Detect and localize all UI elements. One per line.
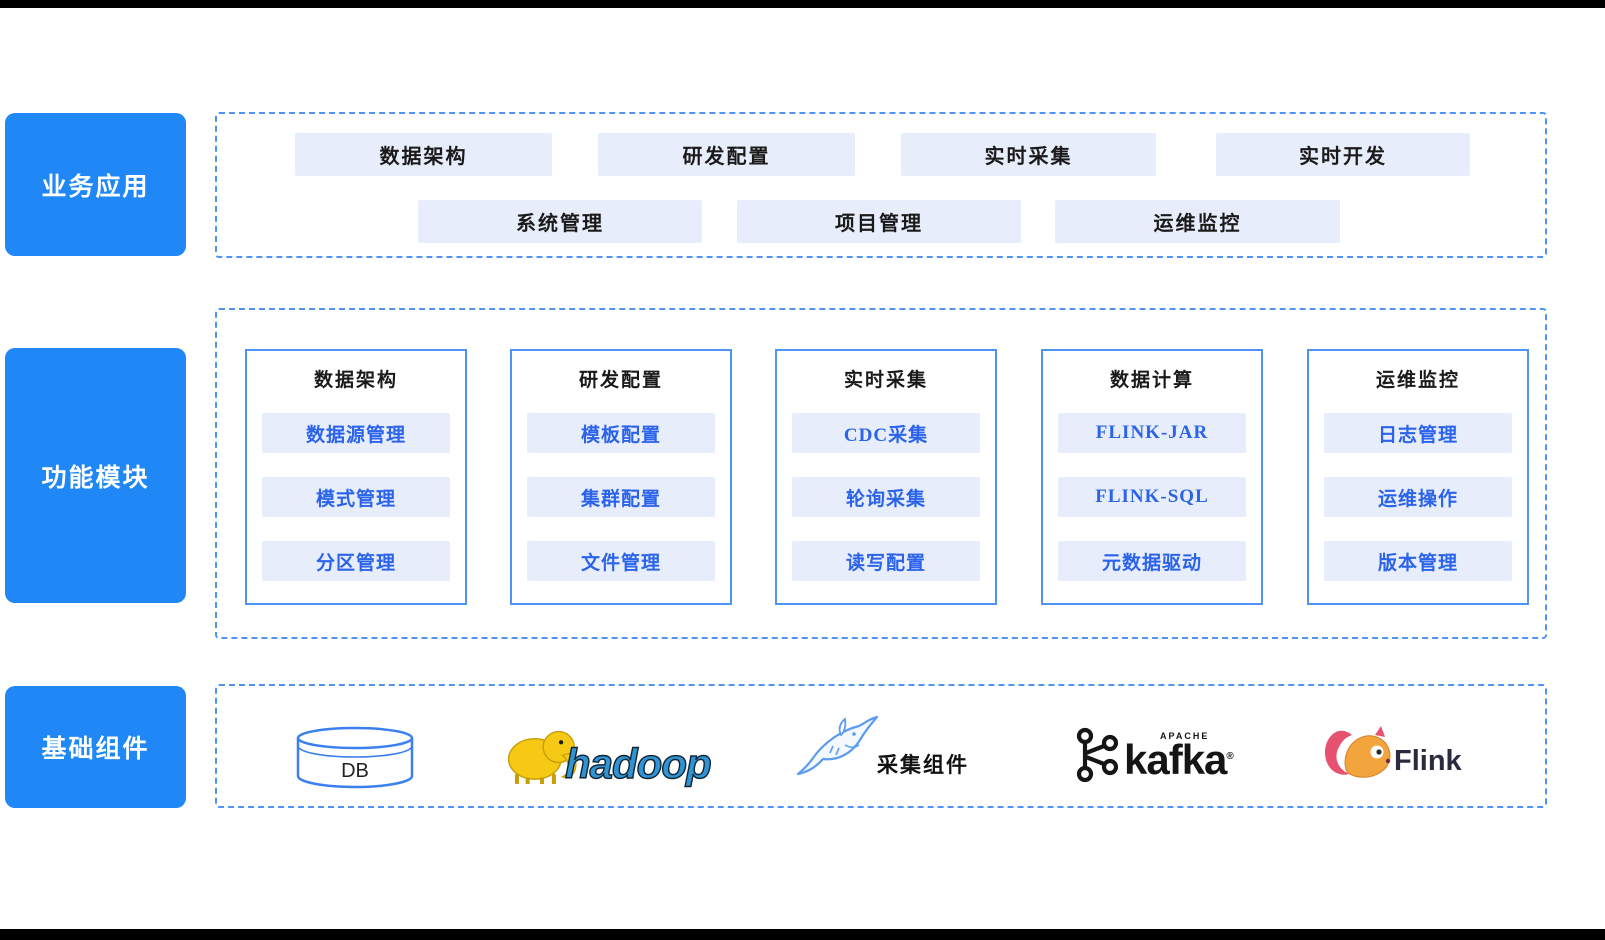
module-item: 数据源管理 — [262, 413, 450, 453]
shark-icon — [796, 715, 879, 776]
module-item: 轮询采集 — [792, 477, 980, 517]
module-item: 文件管理 — [527, 541, 715, 581]
chip-system-management: 系统管理 — [418, 200, 702, 243]
bottom-edge-bar — [0, 929, 1605, 940]
kafka-logo: APACHE kafka® — [1072, 726, 1234, 784]
module-title: 运维监控 — [1375, 370, 1460, 391]
kafka-label: kafka® — [1124, 736, 1234, 784]
module-item: 版本管理 — [1324, 541, 1512, 581]
flink-squirrel-icon — [1324, 726, 1391, 778]
module-item: 元数据驱动 — [1058, 541, 1246, 581]
module-col-data-compute: 数据计算 FLINK-JAR FLINK-SQL 元数据驱动 — [1041, 349, 1263, 605]
business-apps-panel: 数据架构 研发配置 实时采集 实时开发 系统管理 项目管理 运维监控 — [215, 112, 1547, 258]
module-item: 运维操作 — [1324, 477, 1512, 517]
module-col-ops-monitoring: 运维监控 日志管理 运维操作 版本管理 — [1307, 349, 1529, 605]
module-title: 实时采集 — [843, 370, 928, 391]
collector-label: 采集组件 — [877, 754, 969, 777]
kafka-trademark: ® — [1226, 751, 1233, 763]
hadoop-elephant-icon — [507, 730, 577, 784]
base-components-panel: DB hadoop 采集组件 — [215, 684, 1547, 808]
module-title: 数据架构 — [313, 370, 398, 391]
module-item: FLINK-SQL — [1058, 477, 1246, 517]
top-edge-bar — [0, 0, 1605, 8]
module-title: 研发配置 — [578, 370, 663, 391]
module-col-data-architecture: 数据架构 数据源管理 模式管理 分区管理 — [245, 349, 467, 605]
module-item: 读写配置 — [792, 541, 980, 581]
module-item: FLINK-JAR — [1058, 413, 1246, 453]
kafka-apache-label: APACHE — [1160, 731, 1210, 742]
chip-data-architecture: 数据架构 — [295, 133, 552, 176]
db-icon: DB — [296, 726, 414, 789]
sidebar-label-base-components: 基础组件 — [5, 686, 186, 808]
collector-logo: 采集组件 — [795, 714, 969, 780]
module-item: 集群配置 — [527, 477, 715, 517]
hadoop-logo: hadoop — [505, 718, 712, 788]
module-item: CDC采集 — [792, 413, 980, 453]
chip-project-management: 项目管理 — [737, 200, 1021, 243]
chip-dev-config: 研发配置 — [598, 133, 855, 176]
sidebar-label-function-modules: 功能模块 — [5, 348, 186, 603]
module-item: 模式管理 — [262, 477, 450, 517]
module-col-realtime-collect: 实时采集 CDC采集 轮询采集 读写配置 — [775, 349, 997, 605]
chip-ops-monitoring: 运维监控 — [1055, 200, 1340, 243]
module-col-dev-config: 研发配置 模板配置 集群配置 文件管理 — [510, 349, 732, 605]
module-title: 数据计算 — [1109, 370, 1194, 391]
hadoop-label: hadoop — [564, 739, 712, 787]
db-logo: DB — [295, 726, 415, 790]
kafka-wordmark: APACHE kafka® — [1124, 731, 1234, 784]
function-modules-panel: 数据架构 数据源管理 模式管理 分区管理 研发配置 模板配置 集群配置 文件管理… — [215, 308, 1547, 639]
db-label: DB — [341, 760, 369, 782]
kafka-icon — [1076, 727, 1118, 783]
chip-realtime-collect: 实时采集 — [901, 133, 1156, 176]
module-item: 分区管理 — [262, 541, 450, 581]
module-item: 日志管理 — [1324, 413, 1512, 453]
chip-realtime-dev: 实时开发 — [1216, 133, 1470, 176]
module-item: 模板配置 — [527, 413, 715, 453]
flink-label: Flink — [1394, 744, 1462, 777]
flink-logo: Flink — [1320, 720, 1462, 782]
sidebar-label-business-apps: 业务应用 — [5, 113, 186, 256]
